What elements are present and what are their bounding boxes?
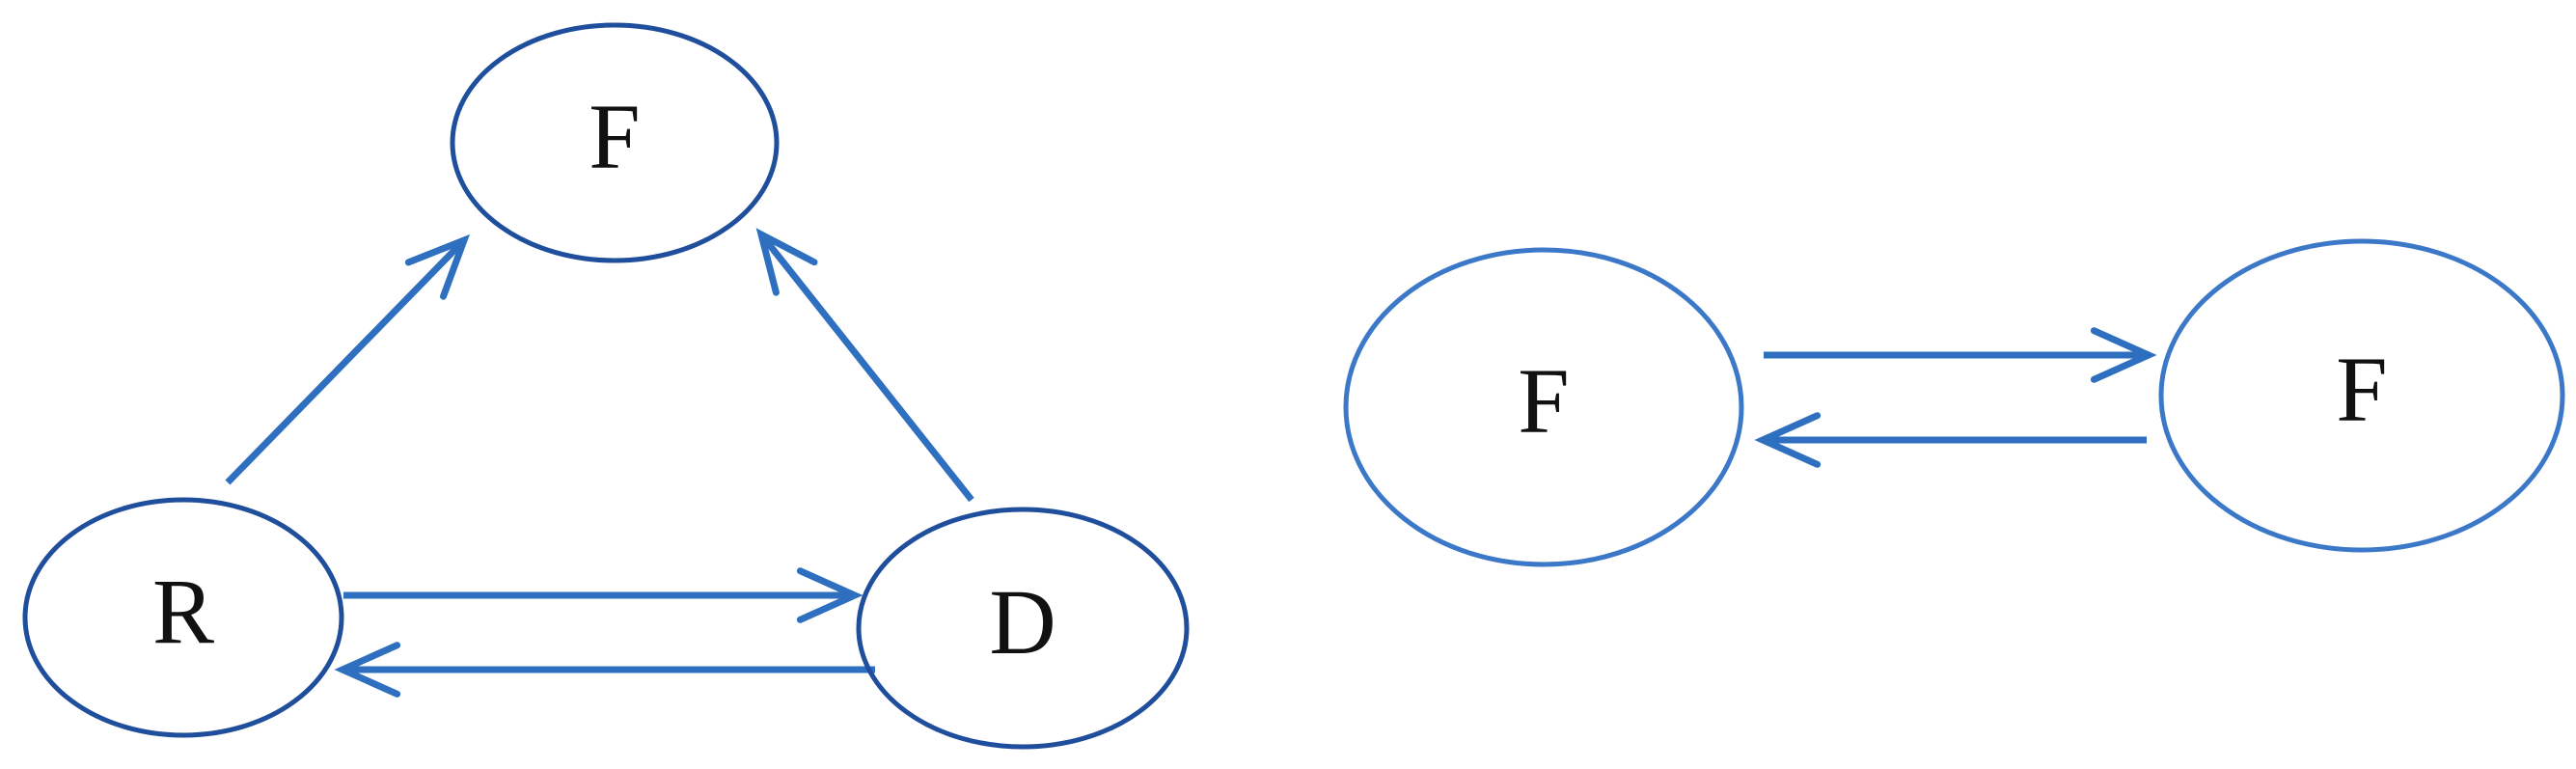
node-d[interactable]: D [856,507,1190,750]
edge-r-to-d-arrowhead [796,567,863,623]
node-f-left-ellipse [1343,247,1744,567]
edge-d-to-f-arrowhead [755,228,818,296]
edge-f-left-to-f-right-arrowhead [2090,327,2157,383]
edge-r-to-f-arrowhead [404,233,471,300]
node-f-right[interactable]: F [2158,238,2565,553]
edge-d-to-r[interactable] [334,642,875,698]
node-f-right-ellipse [2158,238,2565,553]
edge-d-to-f-line [758,232,974,503]
node-r[interactable]: R [22,497,344,738]
node-f-top-label: F [589,85,640,188]
node-f-top[interactable]: F [450,22,780,263]
triangle-diagram: F R D [22,22,1190,750]
edge-d-to-f[interactable] [755,228,974,503]
edge-f-left-to-f-right[interactable] [1764,327,2157,383]
edge-d-to-r-arrowhead [334,642,401,698]
pair-diagram: F F [1343,238,2565,567]
edge-f-right-to-f-left[interactable] [1754,412,2147,468]
node-f-left-label: F [1518,349,1569,453]
edge-r-to-d[interactable] [343,567,863,623]
node-r-label: R [152,560,214,663]
edge-r-to-f-line [225,237,467,485]
edge-r-to-f[interactable] [225,233,471,485]
node-d-label: D [989,570,1055,673]
node-d-ellipse [856,507,1190,750]
node-f-left[interactable]: F [1343,247,1744,567]
node-f-top-ellipse [450,22,780,263]
node-r-ellipse [22,497,344,738]
edge-f-right-to-f-left-arrowhead [1754,412,1822,468]
node-f-right-label: F [2336,338,2387,441]
